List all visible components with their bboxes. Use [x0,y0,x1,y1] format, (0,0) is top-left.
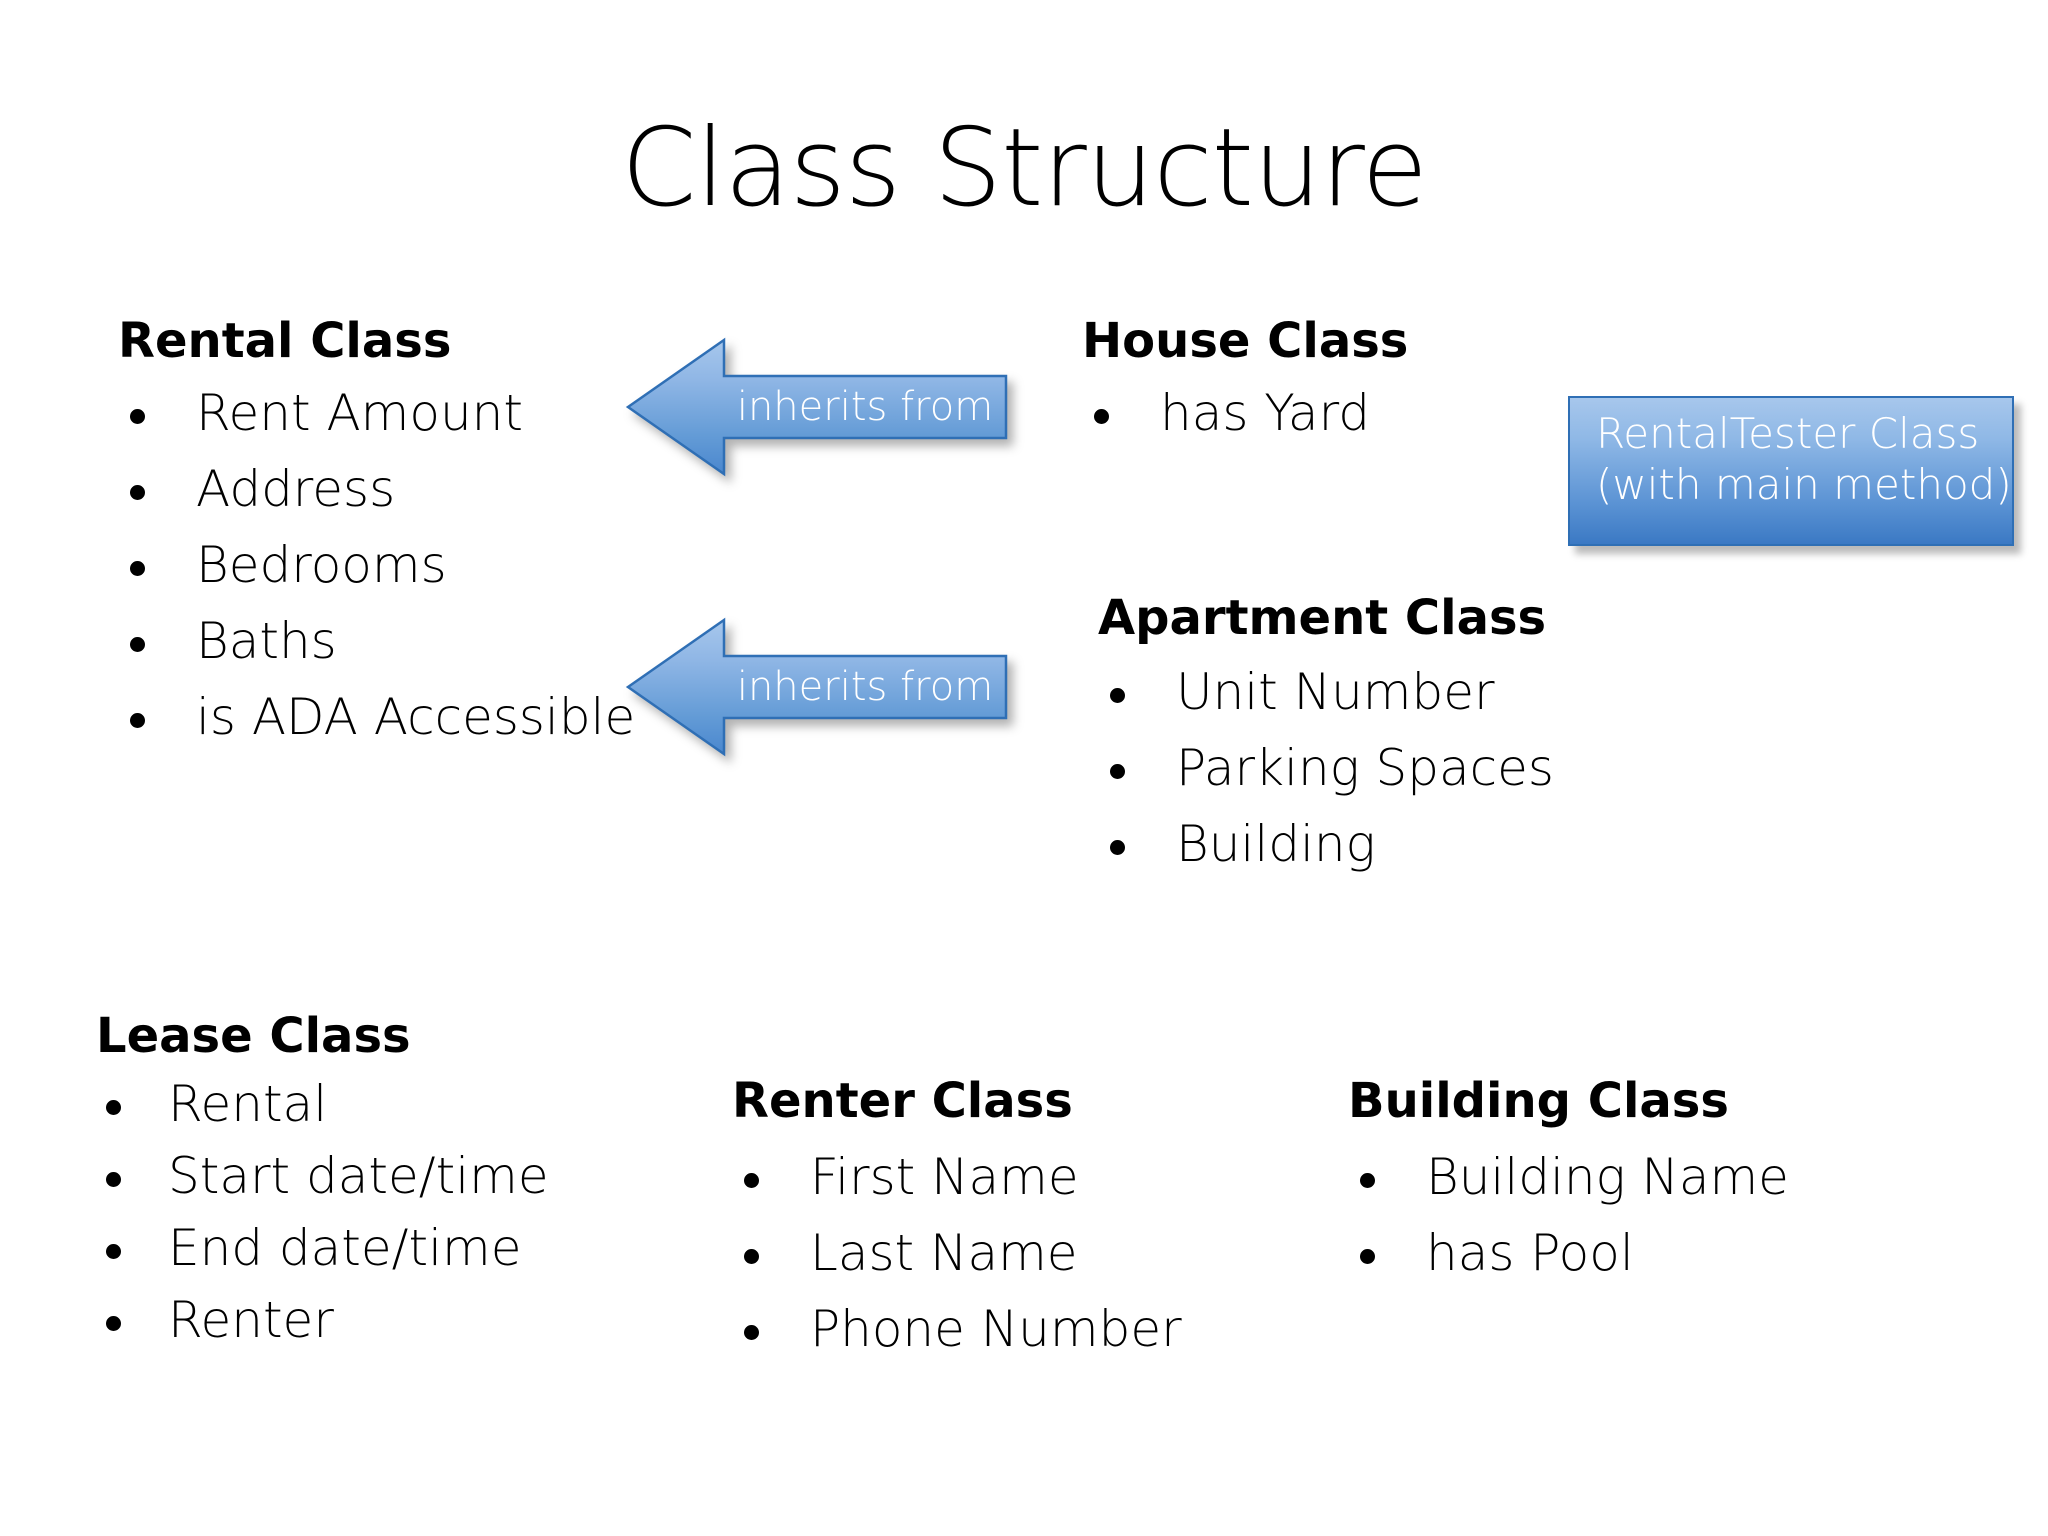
class-heading-lease: Lease Class [96,1008,411,1064]
bullet-dot-icon [106,1315,121,1331]
rentaltester-title: RentalTester Class [1596,409,1980,458]
bullet-dot-icon [744,1172,759,1188]
bullet-dot-icon [130,560,145,576]
list-item-label: is ADA Accessible [196,687,636,746]
list-item-label: Phone Number [810,1299,1182,1358]
bullet-dot-icon [1110,839,1125,855]
list-item: Building [1098,819,1554,869]
list-item-label: First Name [810,1147,1079,1206]
list-item: is ADA Accessible [118,692,635,742]
list-item-label: Building Name [1426,1147,1789,1206]
bullet-dot-icon [1110,763,1125,779]
class-block-house: House Class has Yard [1082,315,1408,464]
list-item-label: Bedrooms [196,535,447,594]
bullet-dot-icon [106,1171,121,1187]
class-heading-apartment: Apartment Class [1098,590,1547,646]
class-heading-renter: Renter Class [732,1073,1073,1129]
class-items-apartment: Unit Number Parking Spaces Building [1098,667,1554,869]
list-item: Parking Spaces [1098,743,1554,793]
list-item-label: Baths [196,611,337,670]
bullet-dot-icon [130,636,145,652]
list-item-label: has Pool [1426,1223,1634,1282]
left-arrow-icon [625,337,1008,477]
list-item: Renter [96,1295,549,1345]
bullet-dot-icon [106,1099,121,1115]
bullet-dot-icon [130,712,145,728]
list-item: Rental [96,1079,549,1129]
list-item-label: Building [1176,814,1376,873]
bullet-dot-icon [130,408,145,424]
inherits-from-arrow-house: inherits from [625,337,1008,477]
list-item: Start date/time [96,1151,549,1201]
bullet-dot-icon [1110,687,1125,703]
list-item: End date/time [96,1223,549,1273]
class-items-house: has Yard [1082,388,1408,438]
list-item-label: Rental [168,1074,328,1133]
page-title: Class Structure [621,106,1428,231]
list-item-label: Last Name [810,1223,1078,1282]
bullet-dot-icon [1094,408,1109,424]
class-block-lease: Lease Class Rental Start date/time End d… [96,1010,549,1367]
list-item: First Name [732,1152,1182,1202]
rentaltester-subtitle: (with main method) [1596,460,2012,510]
list-item: Address [118,464,635,514]
list-item-label: has Yard [1160,383,1370,442]
list-item: Baths [118,616,635,666]
bullet-dot-icon [1360,1172,1375,1188]
list-item: Building Name [1348,1152,1789,1202]
list-item-label: Address [196,459,396,518]
list-item-label: Parking Spaces [1176,738,1554,797]
bullet-dot-icon [744,1248,759,1264]
bullet-dot-icon [1360,1248,1375,1264]
class-items-renter: First Name Last Name Phone Number [732,1152,1182,1354]
list-item-label: Rent Amount [196,383,523,442]
bullet-dot-icon [130,484,145,500]
class-heading-rental: Rental Class [118,313,452,369]
inherits-from-arrow-apartment: inherits from [625,617,1008,757]
list-item: Bedrooms [118,540,635,590]
bullet-dot-icon [744,1324,759,1340]
list-item-label: Renter [168,1290,334,1349]
class-heading-building: Building Class [1348,1073,1729,1129]
bullet-dot-icon [106,1243,121,1259]
class-block-building: Building Class Building Name has Pool [1348,1075,1789,1304]
class-block-rental: Rental Class Rent Amount Address Bedroom… [118,315,635,768]
class-heading-house: House Class [1082,313,1409,369]
list-item-label: Unit Number [1176,662,1495,721]
list-item: Unit Number [1098,667,1554,717]
list-item-label: End date/time [168,1218,522,1277]
class-block-apartment: Apartment Class Unit Number Parking Spac… [1098,592,1554,895]
class-items-building: Building Name has Pool [1348,1152,1789,1278]
list-item: Phone Number [732,1304,1182,1354]
list-item: Rent Amount [118,388,635,438]
left-arrow-icon [625,617,1008,757]
list-item: Last Name [732,1228,1182,1278]
list-item-label: Start date/time [168,1146,549,1205]
list-item: has Yard [1082,388,1408,438]
list-item: has Pool [1348,1228,1789,1278]
class-block-renter: Renter Class First Name Last Name Phone … [732,1075,1182,1380]
class-items-rental: Rent Amount Address Bedrooms Baths is AD… [118,388,635,742]
class-items-lease: Rental Start date/time End date/time Ren… [96,1079,549,1345]
rentaltester-class-box: RentalTester Class (with main method) [1568,396,2014,546]
